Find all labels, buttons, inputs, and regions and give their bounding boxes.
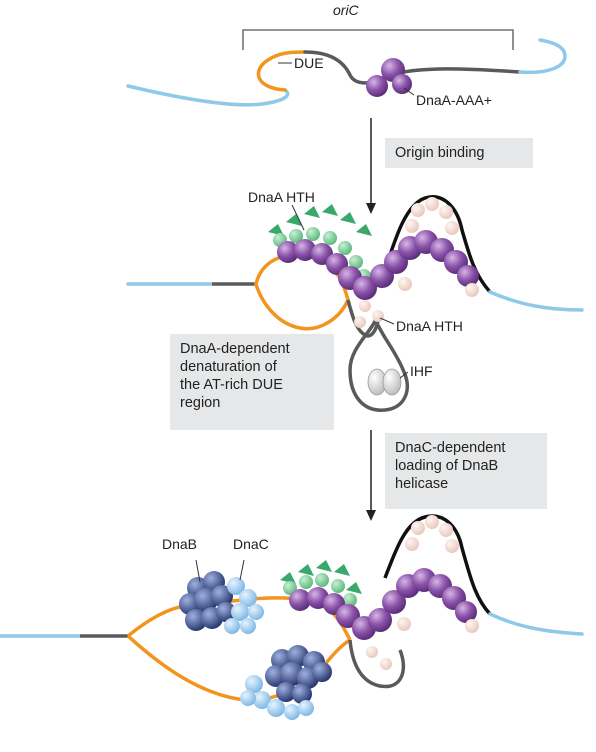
step-loading-box: DnaC-dependent loading of DnaB helicase (385, 433, 547, 509)
dnaa-aaa-label: DnaA-AAA+ (416, 92, 492, 108)
dnac-loader-bottom (240, 675, 314, 720)
ihf-leader (399, 371, 409, 379)
dnaa-hth-green-domains (268, 204, 372, 236)
dnaa-hth-bottom-leader (379, 317, 395, 325)
step-origin-binding-text: Origin binding (395, 145, 485, 161)
oric-loop-dna-2 (346, 299, 409, 412)
due-label: DUE (294, 55, 324, 71)
dnaa-hth-green-domains-3 (280, 560, 362, 594)
dna-left-strand (126, 84, 290, 107)
arrow-step-1 (366, 118, 376, 214)
dnab-helicase-bottom (265, 645, 332, 704)
arrow-step-2 (366, 430, 376, 521)
dnaa-hth-pink-domains (354, 197, 479, 328)
dnaa-hth-top-leader (291, 204, 305, 231)
wrapped-dna-3 (383, 514, 492, 616)
step-denaturation-line-1: DnaA-dependent (180, 341, 290, 357)
ihf-protein (367, 368, 402, 396)
dna-right-strand (518, 38, 567, 75)
step-denaturation-box: DnaA-dependent denaturation of the AT-ri… (170, 334, 334, 430)
dnaa-oligomer-filament (277, 230, 479, 300)
dnab-label: DnaB (162, 536, 198, 552)
dna-right-strand-2 (488, 290, 584, 312)
dnaa-hth-bottom-label: DnaA HTH (396, 318, 463, 334)
dnac-leader (239, 559, 245, 581)
due-region-strand (256, 50, 307, 92)
dnac-label: DnaC (233, 536, 269, 552)
dnac-loader-top (224, 577, 264, 634)
step-denaturation-line-2: denaturation of (180, 359, 277, 375)
step-origin-binding-box: Origin binding (385, 138, 533, 168)
oric-bracket (242, 29, 514, 50)
dnaa-hth-pink-domains-3 (366, 515, 479, 670)
dnab-leader (195, 559, 201, 583)
step-loading-line-3: helicase (395, 476, 449, 492)
step-denaturation-line-4: region (180, 395, 221, 411)
dnaa-aaa-protein (366, 58, 412, 97)
dnaa-oligomer-filament-3 (289, 568, 477, 640)
panel-3-helicase-loading (0, 514, 584, 720)
dnab-helicase-top (179, 571, 236, 631)
step-loading-line-1: DnaC-dependent (395, 440, 506, 456)
panel-1-origin (126, 29, 567, 107)
dna-right-strand-3 (488, 612, 584, 636)
oric-dna-strand (303, 50, 522, 85)
oric-label: oriC (333, 2, 359, 18)
dnaa-hth-top-label: DnaA HTH (248, 189, 315, 205)
dnaa-aaa-leader-line (403, 87, 415, 96)
step-denaturation-line-3: the AT-rich DUE (180, 377, 283, 393)
panel-2-denaturation (126, 195, 584, 412)
ihf-label: IHF (410, 363, 433, 379)
step-loading-line-2: loading of DnaB (395, 458, 499, 474)
wrapped-dna-2 (383, 195, 492, 294)
oric-loop-dna-3 (348, 639, 406, 689)
